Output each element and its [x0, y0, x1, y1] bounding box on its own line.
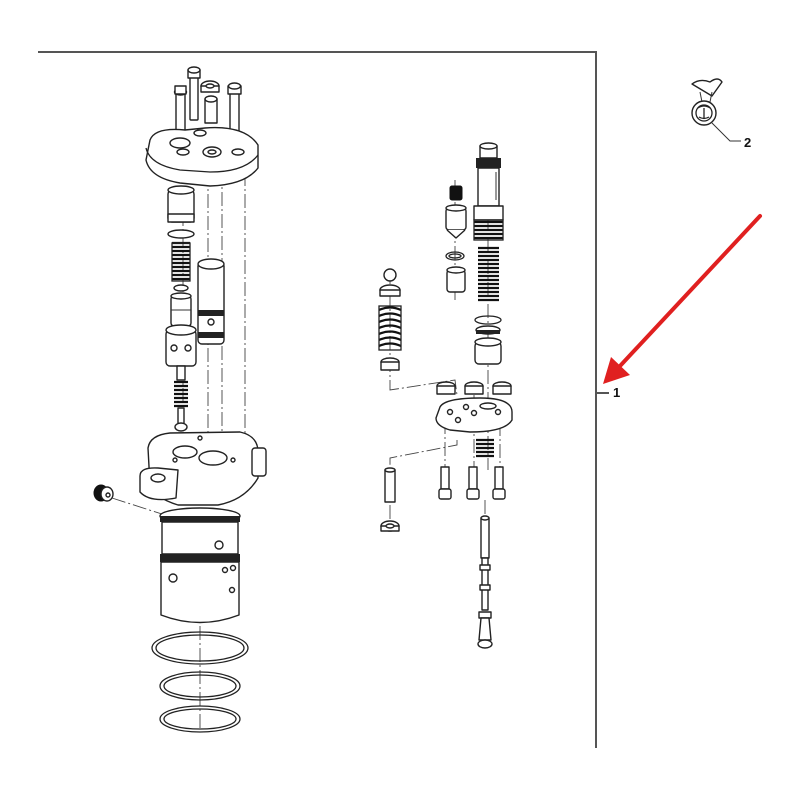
seal-kit-part — [691, 78, 741, 142]
pump-body — [139, 431, 267, 624]
stud-and-nut — [380, 467, 400, 532]
plate-bolts — [438, 466, 506, 500]
valve-stack — [165, 185, 197, 432]
right-assembly — [378, 142, 513, 649]
control-rod — [477, 515, 493, 649]
spacer-rings — [436, 381, 512, 395]
small-spring — [476, 438, 494, 458]
top-flange-plate — [145, 126, 259, 187]
top-bolts — [173, 66, 242, 134]
small-valve-column — [445, 185, 467, 293]
left-assembly — [93, 66, 267, 733]
plunger-stem — [473, 142, 504, 365]
callout-label-1: 1 — [613, 385, 621, 400]
o-rings — [151, 631, 249, 733]
ball-spring-column — [378, 268, 402, 371]
side-plug — [93, 484, 114, 502]
assembly-frame-bracket — [38, 51, 609, 748]
callout-label-2: 2 — [744, 135, 752, 150]
valve-plate — [435, 397, 513, 433]
cartridge-valve — [197, 258, 225, 345]
red-annotation-arrow — [603, 214, 762, 384]
